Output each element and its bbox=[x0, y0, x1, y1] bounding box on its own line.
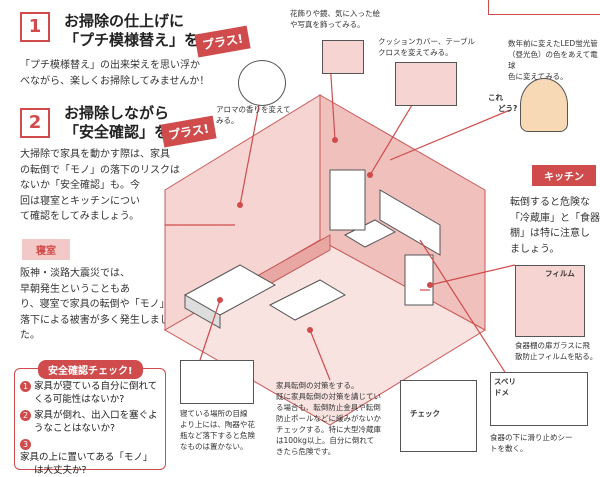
label-kore: これ bbox=[488, 93, 503, 102]
caption-led: 数年前に変えたLED蛍光管 （昼光色）の色をあえて電球 色に変えてみる。 bbox=[508, 39, 598, 81]
caption-sleep: 寝ている場所の目線 より上には、陶器や花 瓶など落下すると危険 なものは置かない… bbox=[180, 409, 255, 451]
aroma-person-illustration bbox=[238, 60, 286, 106]
kitchen-tag: キッチン bbox=[532, 165, 596, 186]
caption-furniture: 家具転倒の対策をする。 既に家具転倒の対策を講じてい る場合も、転倒防止金具や転… bbox=[276, 381, 381, 456]
step2-text: 大掃除で家具を動かす際は、家具 の転倒で「モノ」の落下のリスクは ないか「安全確… bbox=[20, 149, 180, 222]
cupboard-film-illustration bbox=[515, 265, 585, 337]
step2-number: 2 bbox=[20, 108, 50, 138]
step1-number: 1 bbox=[20, 12, 50, 42]
check-item-3: 3家具の上に置いてある「モノ」 は大丈夫か? bbox=[20, 439, 153, 476]
bracket-check-illustration bbox=[400, 380, 477, 452]
bedroom-tag: 寝室 bbox=[22, 239, 70, 260]
step2-title: お掃除しながら 「安全確認」を bbox=[64, 104, 170, 141]
dishes-slip-illustration bbox=[490, 372, 588, 426]
caption-sheet: 食器の下に滑り止めシー トを敷く。 bbox=[490, 433, 573, 453]
step1-title: お掃除の仕上げに 「プチ模様替え」を bbox=[64, 12, 200, 49]
label-check: チェック bbox=[410, 409, 440, 418]
step1-text: 「プチ模様替え」の出来栄えを思い浮か べながら、楽しくお掃除してみませんか！ bbox=[20, 60, 210, 87]
label-slip: スベリ ドメ bbox=[494, 377, 516, 397]
picture-frame-illustration bbox=[322, 40, 364, 74]
caption-flowers: 花飾りや鏡、気に入った絵 や写真を飾ってみる。 bbox=[290, 9, 380, 29]
sleeping-person-illustration bbox=[180, 360, 254, 404]
label-film: フィルム bbox=[545, 269, 575, 278]
safety-check-title: 安全確認チェック! bbox=[38, 360, 143, 379]
kitchen-text: 転倒すると危険な 「冷蔵庫」と「食器 棚」は特に注意し ましょう。 bbox=[510, 197, 600, 255]
caption-film: 食器棚の扉ガラスに飛 散防止フィルムを貼る。 bbox=[515, 341, 598, 361]
caption-aroma: アロマの香りを変えて みる。 bbox=[216, 105, 291, 125]
led-person-illustration bbox=[520, 78, 568, 132]
bedroom-text: 阪神・淡路大震災では、 早朝発生ということもあ り、寝室で家具の転倒や「モノ」の… bbox=[20, 268, 180, 341]
table-cloth-illustration bbox=[395, 62, 457, 106]
caption-cushion: クッションカバー、テーブル クロスを変えてみる。 bbox=[378, 37, 475, 57]
top-right-frame bbox=[488, 0, 600, 15]
label-dou: どう? bbox=[498, 104, 518, 113]
